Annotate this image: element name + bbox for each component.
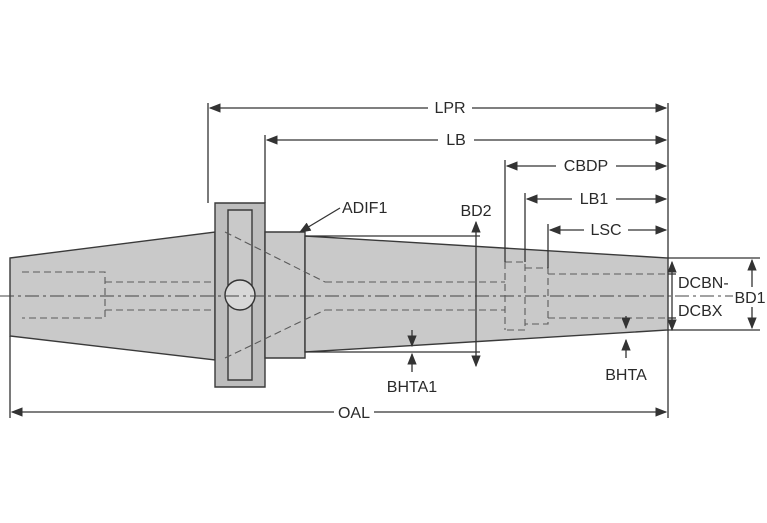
bhta1-label: BHTA1 bbox=[387, 379, 437, 396]
dcbx-label: DCBX bbox=[678, 303, 723, 320]
cbdp-label: CBDP bbox=[564, 158, 608, 175]
bhta-label: BHTA bbox=[605, 367, 647, 384]
internal-cone-hidden bbox=[224, 231, 505, 359]
neck bbox=[264, 231, 306, 359]
shank-bore-hidden bbox=[22, 271, 215, 319]
lb-label: LB bbox=[446, 132, 466, 149]
bd2-label: BD2 bbox=[460, 203, 491, 220]
adif1-label: ADIF1 bbox=[342, 200, 387, 217]
lb1-label: LB1 bbox=[580, 191, 609, 208]
bd1-label: BD1 bbox=[734, 290, 765, 307]
tapered-body bbox=[304, 235, 669, 353]
oal-label: OAL bbox=[338, 405, 370, 422]
lpr-label: LPR bbox=[434, 100, 465, 117]
lsc-label: LSC bbox=[590, 222, 621, 239]
adif1-leader bbox=[298, 207, 341, 233]
dcbn-label: DCBN- bbox=[678, 275, 729, 292]
drive-slot bbox=[224, 279, 256, 311]
front-bore-hidden bbox=[504, 261, 668, 331]
